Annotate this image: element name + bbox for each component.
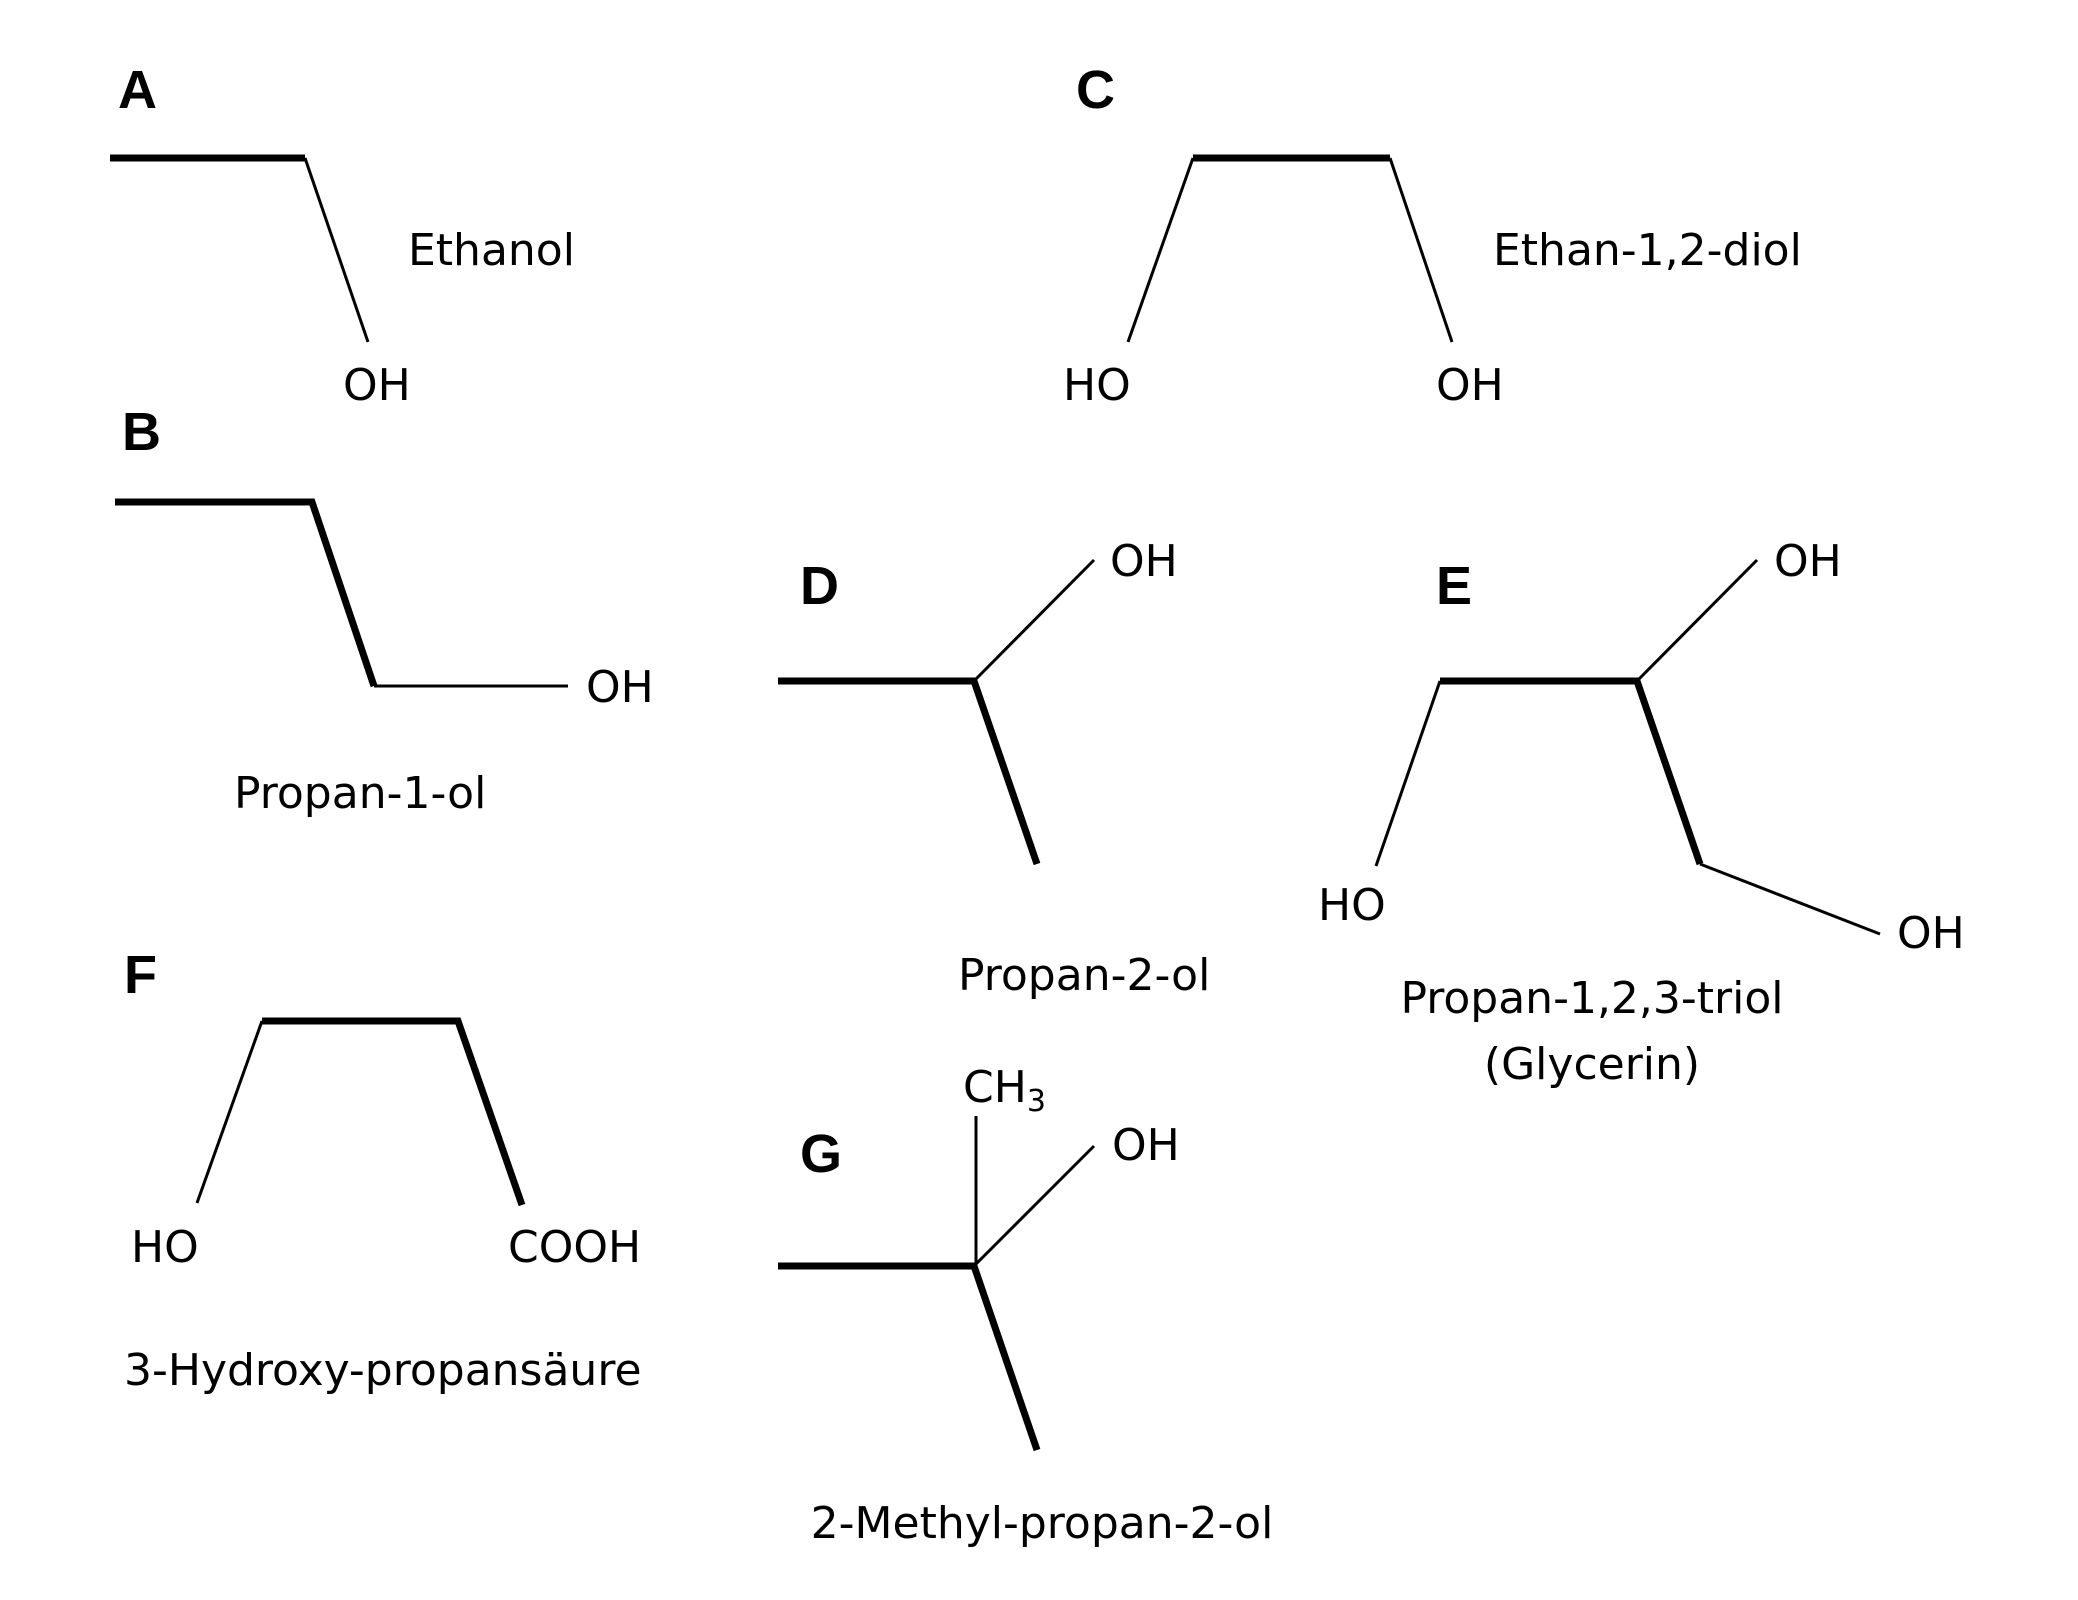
panel-label-c: C [1076, 60, 1115, 120]
panel-label-b: B [122, 402, 161, 462]
panel-label-g: G [800, 1124, 842, 1184]
name-a: Ethanol [408, 225, 575, 276]
bond-e-c2-oh [1635, 558, 1759, 683]
name-g: 2-Methyl-propan-2-ol [811, 1498, 1274, 1549]
bond-e-ho-c1 [1374, 680, 1442, 867]
atom-f-ho: HO [131, 1222, 199, 1273]
molecule-f: F HO COOH 3-Hydroxy-propansäure [124, 945, 642, 1396]
name-e-line2: (Glycerin) [1484, 1039, 1700, 1090]
atom-f-cooh: COOH [508, 1222, 641, 1273]
bond-d-chain [778, 677, 1041, 866]
bond-a-c2-oh [303, 157, 370, 343]
name-c: Ethan-1,2-diol [1493, 225, 1802, 276]
bond-c-c2-oh [1388, 157, 1454, 343]
atom-c-oh: OH [1436, 360, 1504, 411]
atom-g-ch3-main: CH [963, 1062, 1027, 1113]
bond-e-chain [1440, 677, 1704, 866]
atom-e-ho: HO [1318, 880, 1386, 931]
molecule-d: D OH Propan-2-ol [778, 536, 1210, 1001]
atom-e-oh-top: OH [1774, 536, 1842, 587]
bond-g-chain [778, 1262, 1041, 1452]
name-b: Propan-1-ol [234, 768, 486, 819]
panel-label-e: E [1436, 556, 1472, 616]
atom-e-oh-right: OH [1897, 908, 1965, 959]
atom-g-ch3: CH3 [963, 1062, 1046, 1119]
atom-g-oh: OH [1112, 1120, 1180, 1171]
bond-b-chain [115, 498, 378, 688]
bond-d-c2-oh [972, 558, 1096, 683]
molecule-g: G CH3 OH 2-Methyl-propan-2-ol [778, 1062, 1273, 1549]
panel-label-f: F [124, 945, 157, 1005]
panel-label-d: D [800, 556, 839, 616]
molecule-e: E OH HO OH Propan-1,2,3-triol (Glycerin) [1318, 536, 1965, 1090]
molecule-b: B OH Propan-1-ol [115, 402, 654, 819]
bond-f-chain [262, 1017, 526, 1207]
name-e-line1: Propan-1,2,3-triol [1400, 973, 1783, 1024]
atom-c-ho: HO [1063, 360, 1131, 411]
name-f: 3-Hydroxy-propansäure [124, 1345, 642, 1396]
molecule-a: A OH Ethanol [110, 60, 575, 411]
atom-b-oh: OH [586, 662, 654, 713]
atom-g-ch3-subscript: 3 [1027, 1084, 1046, 1119]
bond-g-c2-oh [972, 1144, 1096, 1268]
panel-label-a: A [118, 60, 157, 120]
bond-e-c3-oh [1699, 862, 1881, 936]
atom-a-oh: OH [343, 360, 411, 411]
name-d: Propan-2-ol [958, 950, 1210, 1001]
bond-f-ho-c1 [195, 1020, 264, 1204]
molecule-c: C HO OH Ethan-1,2-diol [1063, 60, 1802, 411]
atom-d-oh: OH [1110, 536, 1178, 587]
bond-c-ho-c1 [1126, 157, 1195, 343]
